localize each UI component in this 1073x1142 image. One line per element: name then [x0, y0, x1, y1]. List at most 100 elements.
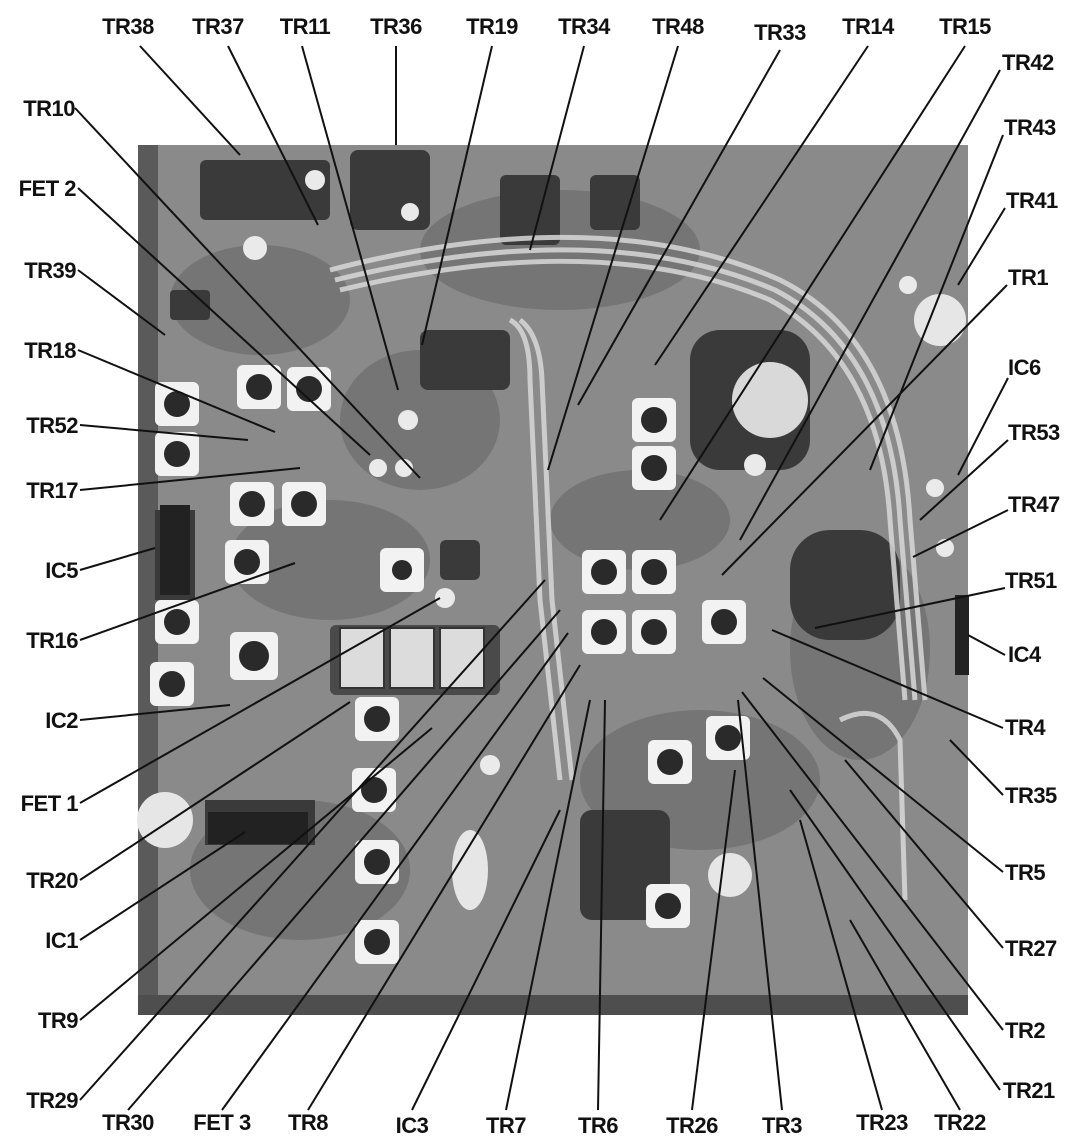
leader-tr18: [77, 349, 276, 433]
label-tr23: TR23: [856, 1110, 908, 1135]
leader-tr17: [79, 467, 301, 491]
trimmer-pot: [380, 548, 424, 592]
trimmer-pot: [230, 632, 278, 680]
label-tr53: TR53: [1008, 420, 1060, 445]
trimmer-pot: [582, 550, 626, 594]
trimmer-pot: [355, 840, 399, 884]
trimmer-pot: [237, 365, 281, 409]
labels-right: TR42 TR43 TR41 TR1 IC6 TR53 TR47 TR51 IC…: [1002, 50, 1061, 1103]
label-tr48: TR48: [652, 14, 704, 39]
trimmer-pot: [632, 398, 676, 442]
label-tr41: TR41: [1006, 188, 1058, 213]
trimmer-pot: [287, 367, 331, 411]
leader-tr33: [577, 49, 781, 406]
leader-tr15: [659, 45, 966, 521]
leader-tr29: [79, 579, 546, 1101]
label-tr29: TR29: [26, 1088, 78, 1113]
label-tr26: TR26: [666, 1113, 718, 1138]
label-ic3: IC3: [396, 1113, 429, 1138]
leader-ic2: [79, 704, 231, 721]
circuit-board-photo: [137, 145, 969, 1015]
leader-tr23: [799, 819, 883, 1111]
label-tr27: TR27: [1005, 936, 1057, 961]
leader-tr38: [139, 45, 241, 156]
label-tr9: TR9: [38, 1008, 78, 1033]
trimmer-pot: [352, 768, 396, 812]
leader-tr21: [789, 789, 1001, 1091]
label-tr36: TR36: [370, 14, 422, 39]
leader-tr53: [919, 439, 1009, 521]
leader-ic4: [967, 634, 1006, 656]
leader-tr42: [739, 69, 1001, 541]
label-tr43: TR43: [1004, 115, 1056, 140]
label-fet1: FET 1: [21, 791, 79, 816]
label-tr17: TR17: [26, 478, 78, 503]
label-tr20: TR20: [26, 868, 78, 893]
leader-fet1: [79, 597, 441, 804]
label-tr21: TR21: [1003, 1078, 1055, 1103]
label-tr18: TR18: [24, 338, 76, 363]
trimmer-pot: [706, 716, 750, 760]
leader-tr2: [741, 691, 1004, 1031]
trimmer-pot: [355, 697, 399, 741]
trimmer-pot: [632, 610, 676, 654]
leader-tr52: [79, 424, 249, 441]
label-tr52: TR52: [26, 413, 78, 438]
leader-ic3: [411, 809, 561, 1111]
trimmer-pots: [150, 365, 750, 964]
leader-tr1: [721, 284, 1008, 576]
leader-tr11: [301, 45, 399, 391]
label-tr51: TR51: [1005, 568, 1057, 593]
leader-ic6: [957, 377, 1009, 476]
leader-tr47: [912, 509, 1009, 558]
label-tr15: TR15: [939, 14, 991, 39]
ic-chips: [160, 505, 969, 844]
board-shadow-bottom: [138, 995, 968, 1015]
label-tr16: TR16: [26, 628, 78, 653]
trimmer-pot: [230, 482, 274, 526]
leader-tr39: [77, 269, 166, 336]
labels-bottom: TR30 FET 3 TR8 IC3 TR7 TR6 TR26 TR3 TR23…: [102, 1110, 987, 1138]
leader-tr30: [127, 609, 561, 1111]
leader-tr5: [762, 677, 1004, 873]
leader-tr22: [849, 919, 961, 1111]
trimmer-pot: [646, 884, 690, 928]
label-tr6: TR6: [578, 1113, 618, 1138]
leader-tr51: [814, 587, 1006, 629]
label-tr39: TR39: [24, 258, 76, 283]
trimmer-pot: [702, 600, 746, 644]
leader-tr8: [307, 664, 581, 1111]
label-tr35: TR35: [1005, 783, 1057, 808]
label-tr4: TR4: [1005, 715, 1046, 740]
label-ic4: IC4: [1008, 642, 1042, 667]
leader-tr6: [597, 699, 606, 1111]
leader-tr35: [949, 739, 1004, 796]
labels-top: TR38 TR37 TR11 TR36 TR19 TR34 TR48 TR33 …: [102, 14, 992, 45]
leader-tr4: [771, 629, 1004, 729]
trimmer-pot: [155, 382, 199, 426]
leader-tr14: [654, 45, 869, 366]
leader-tr3: [737, 699, 783, 1111]
leader-tr7: [505, 699, 591, 1111]
label-tr10: TR10: [23, 96, 75, 121]
label-tr7: TR7: [486, 1113, 526, 1138]
label-ic6: IC6: [1008, 355, 1041, 380]
wire-harness: [329, 234, 928, 901]
label-tr34: TR34: [558, 14, 611, 39]
trimmer-pot: [225, 540, 269, 584]
trimmer-pot: [150, 662, 194, 706]
leader-fet2: [77, 187, 371, 456]
label-tr8: TR8: [288, 1110, 328, 1135]
label-ic5: IC5: [45, 558, 78, 583]
trimmer-pot: [632, 550, 676, 594]
label-tr47: TR47: [1008, 492, 1060, 517]
trimmer-pot: [355, 920, 399, 964]
label-tr11: TR11: [280, 14, 331, 39]
leader-tr41: [957, 207, 1006, 286]
label-tr3: TR3: [762, 1113, 802, 1138]
leader-tr34: [529, 45, 585, 251]
label-tr5: TR5: [1005, 860, 1045, 885]
round-components: [137, 170, 966, 910]
leader-ic5: [79, 547, 156, 571]
